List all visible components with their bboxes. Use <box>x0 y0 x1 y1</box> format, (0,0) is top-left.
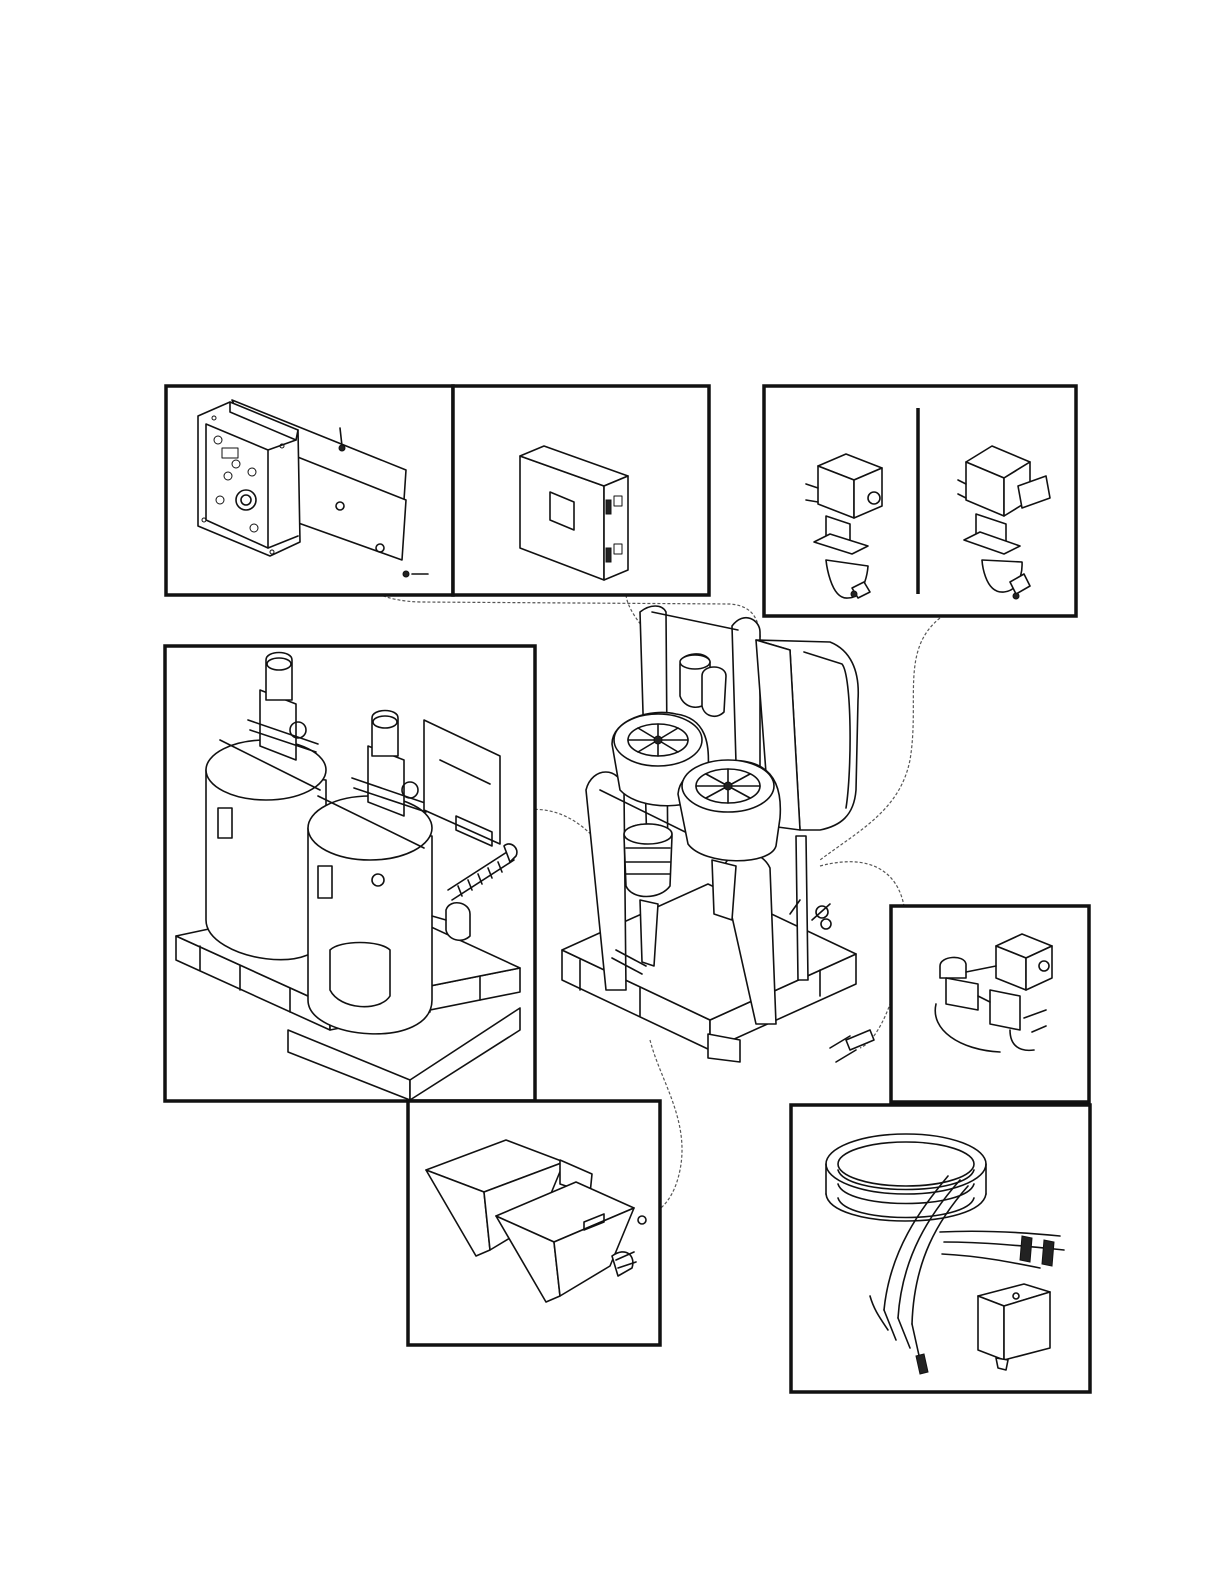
heater-panel <box>891 906 1089 1102</box>
supply-tanks-panel <box>165 646 535 1101</box>
heated-hose-panel <box>791 1105 1090 1392</box>
motor-options-panel <box>764 386 1076 616</box>
explosion-proof-box-panel <box>166 386 453 595</box>
proportioner-frame <box>562 606 874 1062</box>
hoppers-panel <box>408 1101 660 1345</box>
upper-motor <box>680 654 726 716</box>
junction-box-panel <box>453 386 709 595</box>
